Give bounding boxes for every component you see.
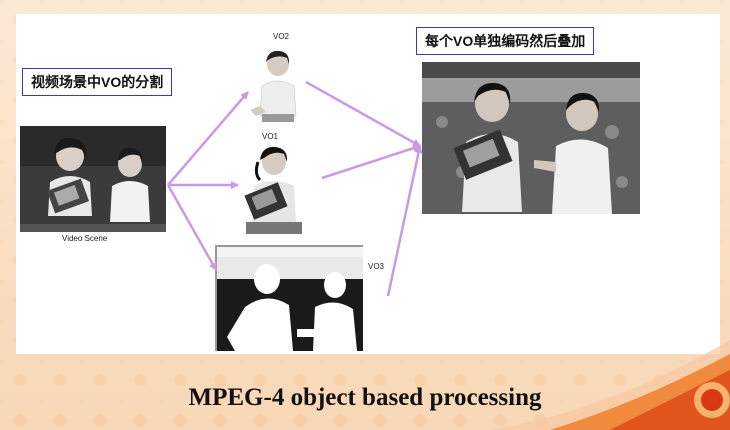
segmentation-label: 视频场景中VO的分割 xyxy=(22,68,173,96)
vo1-object-image xyxy=(238,140,318,234)
encoding-overlay-label: 每个VO单独编码然后叠加 xyxy=(416,27,595,55)
corner-decoration xyxy=(490,340,730,430)
vo3-caption: VO3 xyxy=(368,262,385,271)
slide-title: MPEG-4 object based processing xyxy=(188,384,542,411)
vo2-caption: VO2 xyxy=(273,32,290,41)
vo1-caption: VO1 xyxy=(262,132,279,141)
composited-result-image xyxy=(422,62,640,214)
video-scene-caption: Video Scene xyxy=(62,234,108,243)
vo2-object-image xyxy=(246,46,308,122)
video-scene-image xyxy=(20,126,166,232)
vo3-background-image xyxy=(215,245,363,351)
